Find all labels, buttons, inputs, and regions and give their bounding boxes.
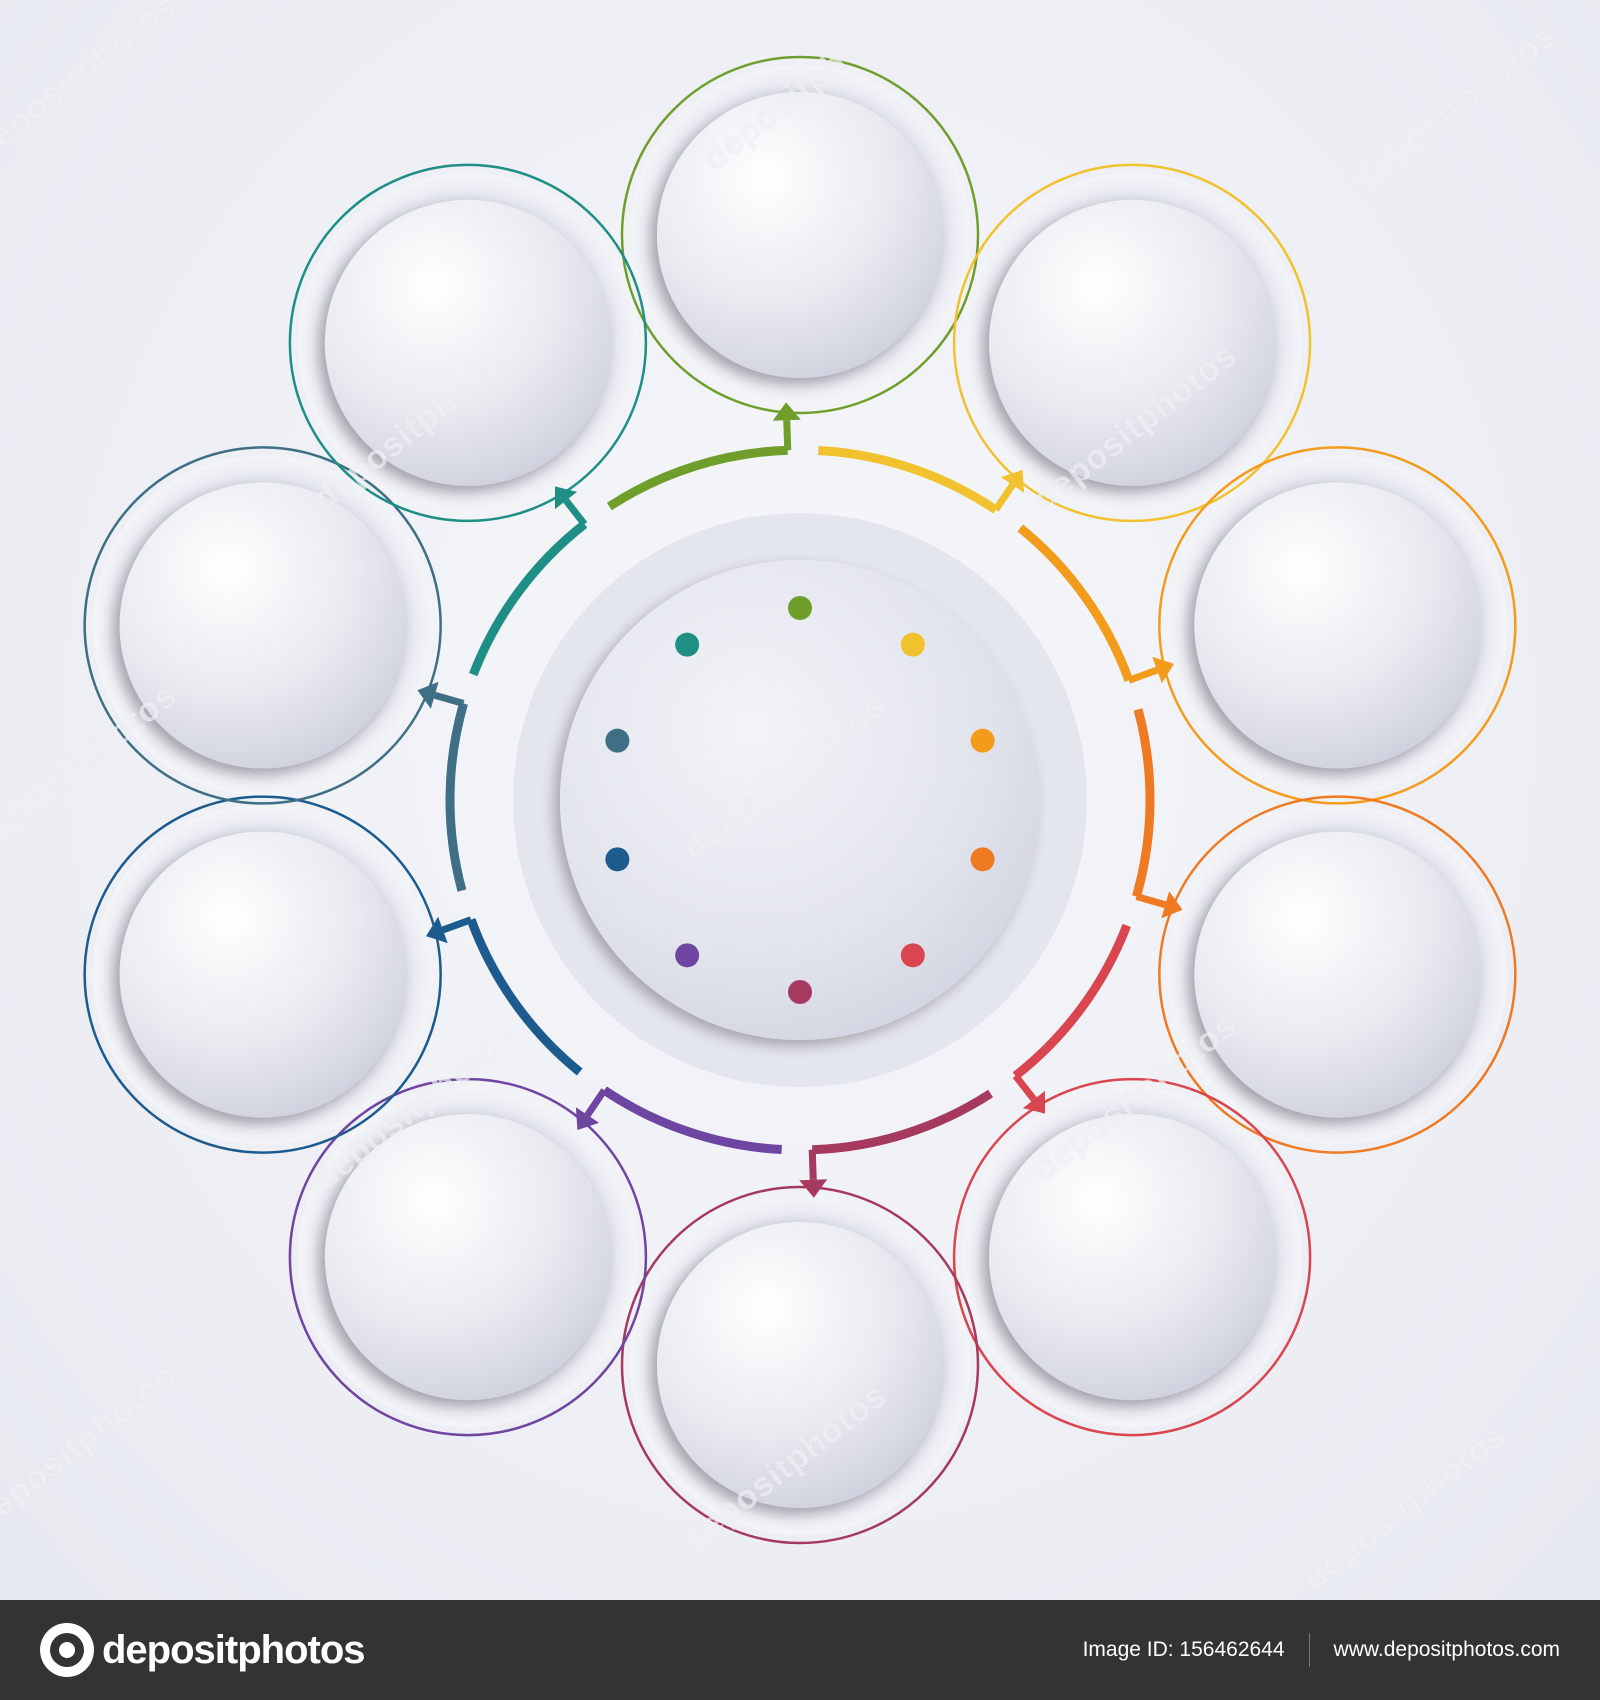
step-circle-5 xyxy=(952,1077,1312,1437)
step-circle-4 xyxy=(1158,795,1517,1154)
step-circle-8 xyxy=(83,795,442,1154)
center-dot-9 xyxy=(605,728,630,753)
center-dot-6 xyxy=(788,980,812,1004)
footer-bar: depositphotos Image ID: 156462644 www.de… xyxy=(0,1600,1600,1700)
ring-arrow-10 xyxy=(606,402,801,511)
ring-arrow-8 xyxy=(417,681,468,892)
footer-meta: Image ID: 156462644 www.depositphotos.co… xyxy=(1083,1633,1560,1667)
center-dot-2 xyxy=(900,632,925,657)
ring-arrow-7 xyxy=(426,916,583,1076)
center-dot-10 xyxy=(675,632,700,657)
ring-arrow-1 xyxy=(818,445,1025,514)
ring-arrow-3 xyxy=(1132,708,1183,919)
ring-arrow-9 xyxy=(469,486,588,677)
footer-divider xyxy=(1308,1633,1310,1667)
center-dot-5 xyxy=(900,943,925,968)
center-dot-7 xyxy=(675,943,700,968)
step-circle-1 xyxy=(620,55,980,415)
center-dot-8 xyxy=(605,847,630,872)
site-url-link[interactable]: www.depositphotos.com xyxy=(1333,1638,1560,1661)
step-circle-3 xyxy=(1158,446,1517,805)
step-circle-6 xyxy=(620,1185,980,1545)
ring-arrow-6 xyxy=(575,1086,782,1155)
cycle-diagram xyxy=(83,55,1517,1545)
step-circle-2 xyxy=(952,163,1312,523)
step-circle-7 xyxy=(288,1077,648,1437)
center-dot-1 xyxy=(788,596,812,620)
ring-arrow-4 xyxy=(1012,923,1131,1114)
center-disc xyxy=(560,560,1040,1040)
image-id-label: Image ID: 156462644 xyxy=(1082,1638,1285,1661)
center-dot-3 xyxy=(970,728,995,753)
center-dot-4 xyxy=(970,847,995,872)
ring-arrow-5 xyxy=(799,1089,994,1198)
ring-arrow-2 xyxy=(1017,524,1174,684)
depositphotos-logo-icon xyxy=(40,1623,94,1677)
step-circle-10 xyxy=(288,163,648,523)
footer-logo-text: depositphotos xyxy=(102,1627,366,1672)
footer-logo[interactable]: depositphotos xyxy=(40,1623,366,1677)
step-circle-9 xyxy=(83,446,442,805)
